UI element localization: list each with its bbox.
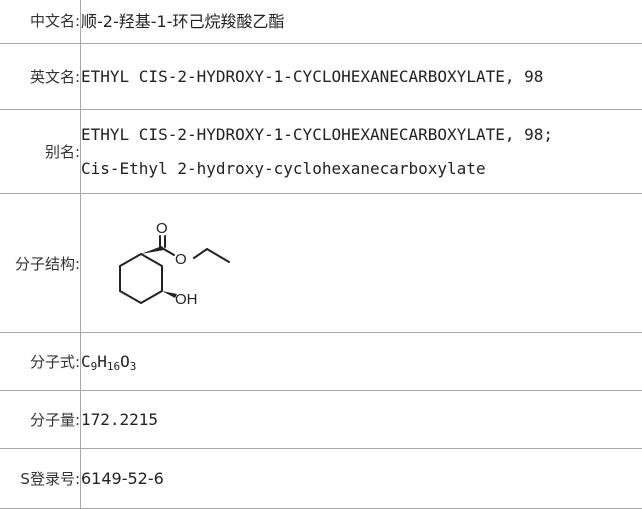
- wedge-bond-ester: [141, 246, 164, 254]
- formula-count-h: 16: [107, 360, 120, 373]
- row-structure: 分子结构: O O OH: [0, 194, 642, 333]
- value-cas: 6149-52-6: [81, 449, 642, 509]
- value-structure: O O OH: [81, 194, 642, 333]
- hydroxyl-label: OH: [175, 291, 198, 308]
- ester-o-bond: [162, 248, 174, 255]
- carbonyl-oxygen-label: O: [156, 220, 168, 237]
- ethyl-bond-2: [207, 249, 229, 262]
- ethyl-bond-1: [194, 249, 207, 258]
- compound-info-sheet: 中文名: 顺-2-羟基-1-环己烷羧酸乙酯 英文名: ETHYL CIS-2-H…: [0, 0, 642, 498]
- row-chinese-name: 中文名: 顺-2-羟基-1-环己烷羧酸乙酯: [0, 0, 642, 44]
- value-alias: ETHYL CIS-2-HYDROXY-1-CYCLOHEXANECARBOXY…: [81, 110, 642, 194]
- label-structure: 分子结构:: [0, 194, 81, 333]
- label-cas: S登录号:: [0, 449, 81, 509]
- ester-oxygen-label: O: [175, 251, 187, 268]
- alias-line-2: Cis-Ethyl 2-hydroxy-cyclohexanecarboxyla…: [81, 152, 642, 186]
- label-english-name: 英文名:: [0, 44, 81, 110]
- row-mol-weight: 分子量: 172.2215: [0, 391, 642, 449]
- formula-element-c: C: [81, 352, 91, 371]
- formula-count-o: 3: [130, 360, 137, 373]
- value-formula: C9H16O3: [81, 333, 642, 391]
- alias-line-1: ETHYL CIS-2-HYDROXY-1-CYCLOHEXANECARBOXY…: [81, 118, 642, 152]
- value-english-name: ETHYL CIS-2-HYDROXY-1-CYCLOHEXANECARBOXY…: [81, 44, 642, 110]
- value-mol-weight: 172.2215: [81, 391, 642, 449]
- formula-element-o: O: [120, 352, 130, 371]
- row-formula: 分子式: C9H16O3: [0, 333, 642, 391]
- molecule-structure-image: O O OH: [81, 203, 261, 323]
- label-chinese-name: 中文名:: [0, 0, 81, 44]
- formula-element-h: H: [97, 352, 107, 371]
- row-cas: S登录号: 6149-52-6: [0, 449, 642, 509]
- label-alias: 别名:: [0, 110, 81, 194]
- row-english-name: 英文名: ETHYL CIS-2-HYDROXY-1-CYCLOHEXANECA…: [0, 44, 642, 110]
- label-formula: 分子式:: [0, 333, 81, 391]
- cyclohexane-ring: [120, 254, 162, 303]
- label-mol-weight: 分子量:: [0, 391, 81, 449]
- value-chinese-name: 顺-2-羟基-1-环己烷羧酸乙酯: [81, 0, 642, 44]
- row-alias: 别名: ETHYL CIS-2-HYDROXY-1-CYCLOHEXANECAR…: [0, 110, 642, 194]
